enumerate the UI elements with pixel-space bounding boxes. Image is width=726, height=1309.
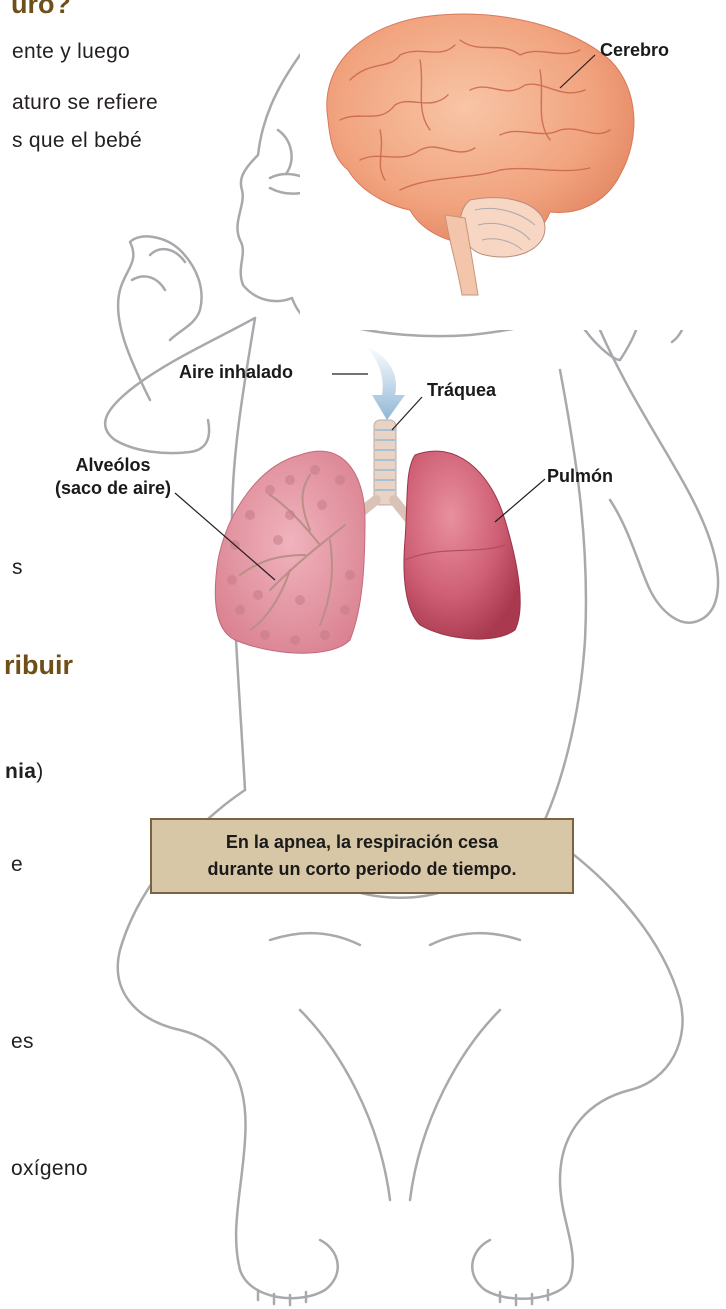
label-inhaled-air: Aire inhalado [179, 362, 293, 383]
left-lung [215, 451, 365, 653]
label-lung: Pulmón [547, 466, 613, 487]
callout-line1: En la apnea, la respiración cesa [226, 829, 498, 856]
label-alveoli-line2: (saco de aire) [48, 477, 178, 500]
airflow-arrow [365, 345, 405, 420]
label-alveoli: Alveólos (saco de aire) [48, 454, 178, 500]
label-brain: Cerebro [600, 40, 669, 61]
label-alveoli-line1: Alveólos [48, 454, 178, 477]
callout-line2: durante un corto periodo de tiempo. [207, 856, 516, 883]
apnea-callout: En la apnea, la respiración cesa durante… [150, 818, 574, 894]
label-trachea: Tráquea [427, 380, 496, 401]
